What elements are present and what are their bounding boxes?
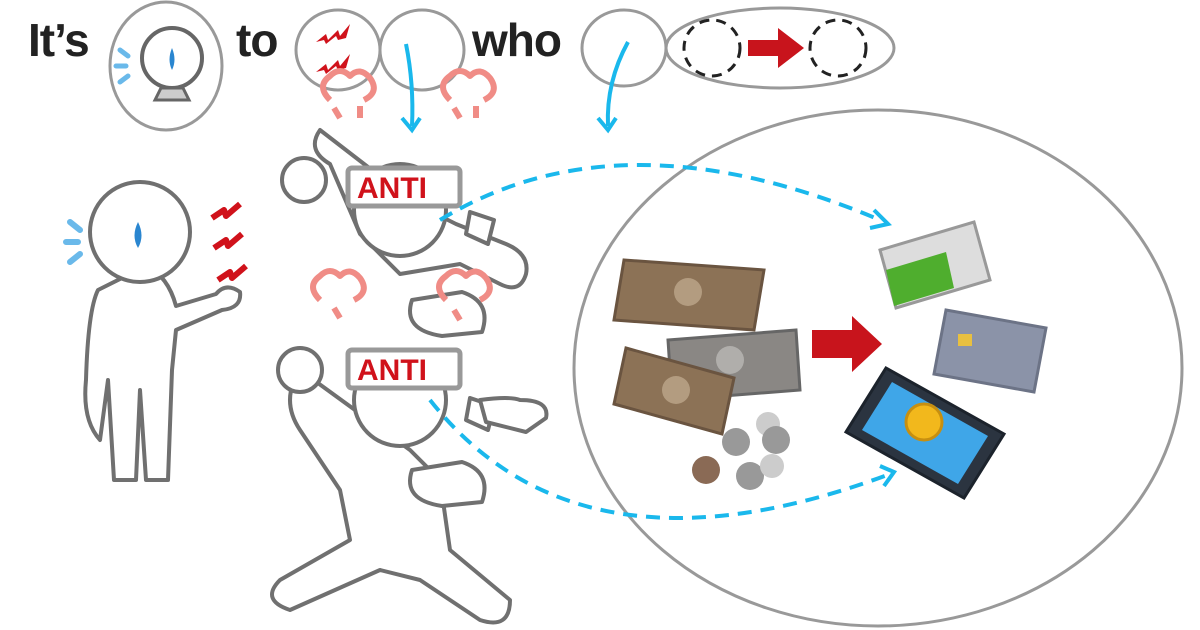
- coin-icon: [736, 462, 764, 490]
- sweat-icon: [113, 47, 131, 85]
- coin-icon: [904, 402, 944, 442]
- worried-person: [63, 180, 248, 482]
- coin-icon: [722, 428, 750, 456]
- change-bubbles: [580, 6, 896, 90]
- protester-bottom: [270, 268, 549, 625]
- angry-bubbles: [294, 8, 466, 92]
- dashed-arrow-icon: [438, 163, 881, 222]
- steam-icon: [310, 268, 367, 320]
- blue-arrow-icon: [605, 41, 630, 127]
- anger-icon: [316, 24, 350, 44]
- steam-icon: [320, 68, 377, 120]
- sweat-icon: [63, 219, 83, 265]
- ic-card: [878, 220, 992, 310]
- word-its: It’s: [28, 14, 89, 66]
- anger-icon: [210, 201, 242, 221]
- coin-icon: [762, 426, 790, 454]
- coin-icon: [692, 456, 720, 484]
- cash: [612, 258, 802, 490]
- word-to: to: [236, 14, 277, 66]
- headband: [345, 165, 463, 209]
- steam-icon: [436, 268, 493, 322]
- credit-card: [932, 308, 1048, 394]
- headband-text-top: ANTI: [357, 172, 427, 205]
- payment-circle: [572, 108, 1184, 628]
- headband: [345, 347, 463, 391]
- sweat-drop-icon: [134, 222, 142, 248]
- word-who: who: [471, 14, 561, 66]
- protester-top: [280, 68, 529, 338]
- headband-text-bottom: ANTI: [357, 354, 427, 387]
- coin-icon: [760, 454, 784, 478]
- red-arrow-icon: [748, 28, 804, 68]
- blue-arrow-icon: [404, 43, 415, 127]
- red-arrow-icon: [812, 316, 882, 372]
- worried-clock-bubble: [108, 0, 224, 132]
- steam-icon: [440, 68, 497, 120]
- smartphone-payment: [843, 365, 1007, 501]
- sweat-drop-icon: [169, 48, 175, 70]
- dashed-arrow-icon: [428, 398, 891, 520]
